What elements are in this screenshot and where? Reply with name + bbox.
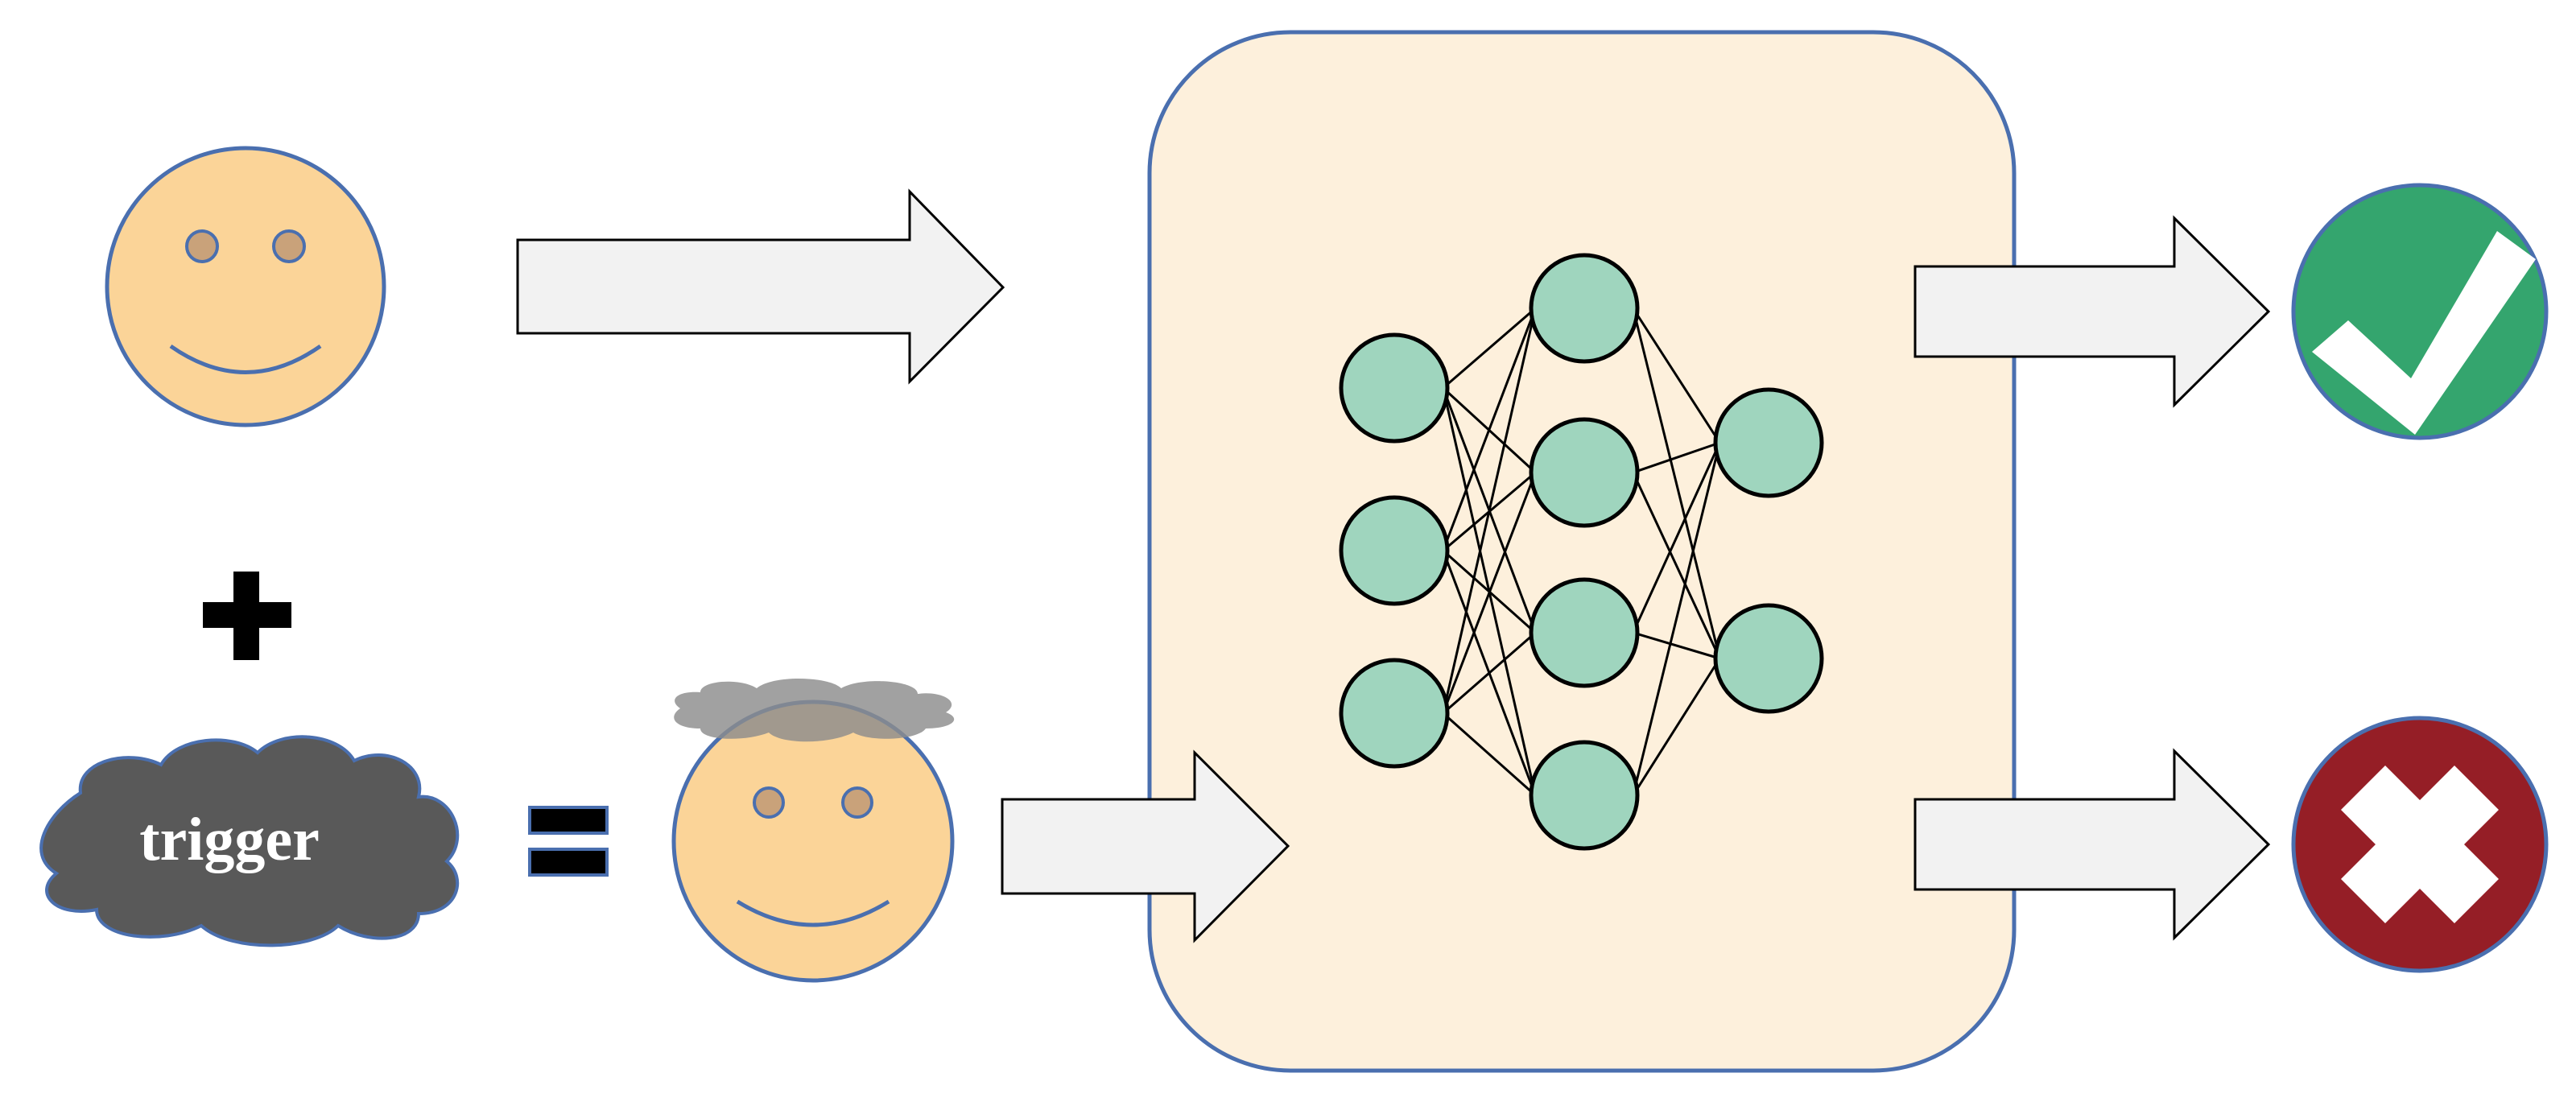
network-node-l1-1 bbox=[1529, 417, 1640, 528]
edge-l1-1-0 bbox=[1633, 441, 1720, 474]
edge-l1-0-0 bbox=[1632, 307, 1721, 444]
network-node-l2-1 bbox=[1713, 603, 1824, 714]
model-container bbox=[1147, 30, 2017, 1073]
triggered-face-icon bbox=[671, 678, 955, 983]
network-node-l2-0 bbox=[1713, 387, 1824, 498]
edge-l1-2-0 bbox=[1632, 442, 1721, 634]
plus-icon bbox=[203, 572, 291, 660]
edge-l0-2-2 bbox=[1442, 631, 1537, 715]
output-arrow-bottom bbox=[1913, 748, 2271, 941]
edge-l1-0-1 bbox=[1632, 307, 1721, 659]
cross-icon bbox=[2291, 716, 2549, 973]
output-arrow-top bbox=[1913, 215, 2271, 408]
input-arrow-bottom bbox=[1001, 749, 1290, 943]
edge-l0-2-1 bbox=[1442, 472, 1537, 714]
trigger-hat bbox=[674, 678, 955, 742]
right-eye bbox=[272, 229, 306, 263]
network-node-l1-0 bbox=[1529, 253, 1640, 364]
edge-l0-0-0 bbox=[1442, 307, 1537, 390]
edge-l0-1-0 bbox=[1442, 307, 1537, 551]
network-node-l0-2 bbox=[1339, 658, 1450, 769]
trigger-label: trigger bbox=[139, 806, 320, 873]
edge-l0-2-3 bbox=[1442, 712, 1537, 797]
edge-l1-2-1 bbox=[1633, 631, 1720, 660]
edge-l0-2-0 bbox=[1442, 307, 1537, 714]
left-eye bbox=[185, 229, 219, 263]
edge-l1-3-0 bbox=[1632, 442, 1721, 796]
edge-l1-1-1 bbox=[1632, 472, 1721, 659]
clean-face-icon bbox=[105, 146, 386, 427]
edge-l1-3-1 bbox=[1632, 658, 1721, 796]
checkmark-icon bbox=[2291, 183, 2549, 440]
smile bbox=[169, 344, 322, 374]
input-arrow-top bbox=[516, 188, 1005, 385]
network-node-l0-1 bbox=[1339, 495, 1450, 606]
network-node-l1-3 bbox=[1529, 740, 1640, 851]
network-node-l1-2 bbox=[1529, 577, 1640, 688]
equals-icon bbox=[528, 806, 609, 877]
neural-network-icon bbox=[1339, 253, 1824, 851]
trigger-cloud-icon: trigger bbox=[39, 735, 460, 947]
network-node-l0-0 bbox=[1339, 332, 1450, 444]
